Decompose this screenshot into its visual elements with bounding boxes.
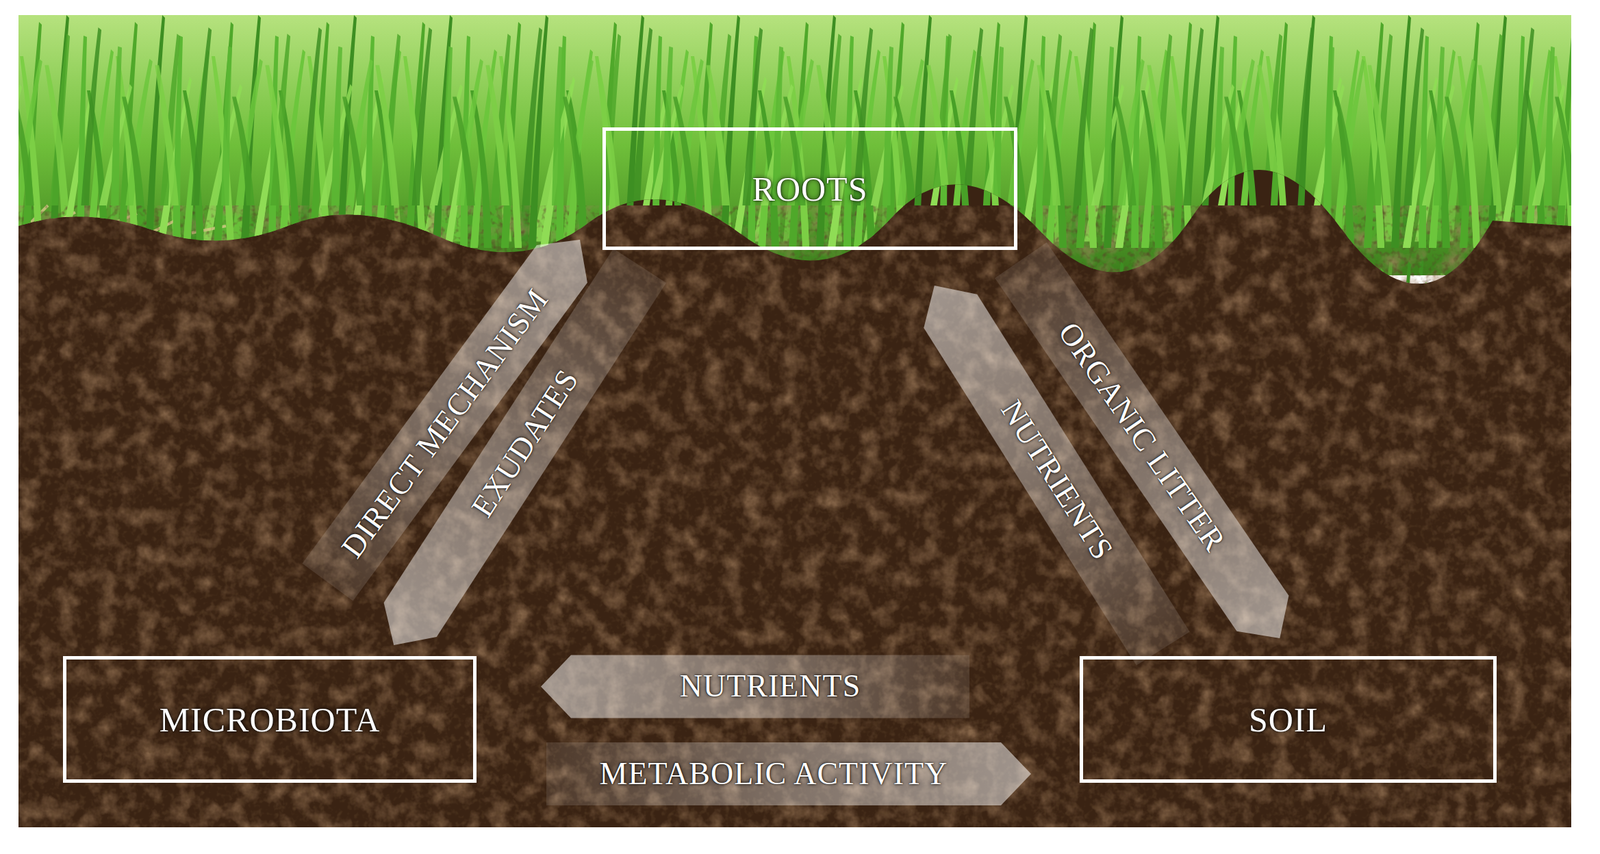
flow-arrow (546, 742, 1032, 806)
flow-arrow (540, 654, 970, 718)
box-label: MICROBIOTA (159, 699, 381, 740)
arrow-label: NUTRIENTS (995, 394, 1119, 565)
box-label: ROOTS (752, 169, 869, 209)
box-label: SOIL (1248, 699, 1328, 740)
flow-arrow (994, 242, 1289, 639)
arrow-label: METABOLIC ACTIVITY (599, 757, 949, 790)
arrow-label: NUTRIENTS (679, 670, 862, 702)
concept-box: MICROBIOTA (62, 655, 477, 783)
concept-box: SOIL (1079, 655, 1497, 783)
concept-box: ROOTS (602, 127, 1018, 250)
